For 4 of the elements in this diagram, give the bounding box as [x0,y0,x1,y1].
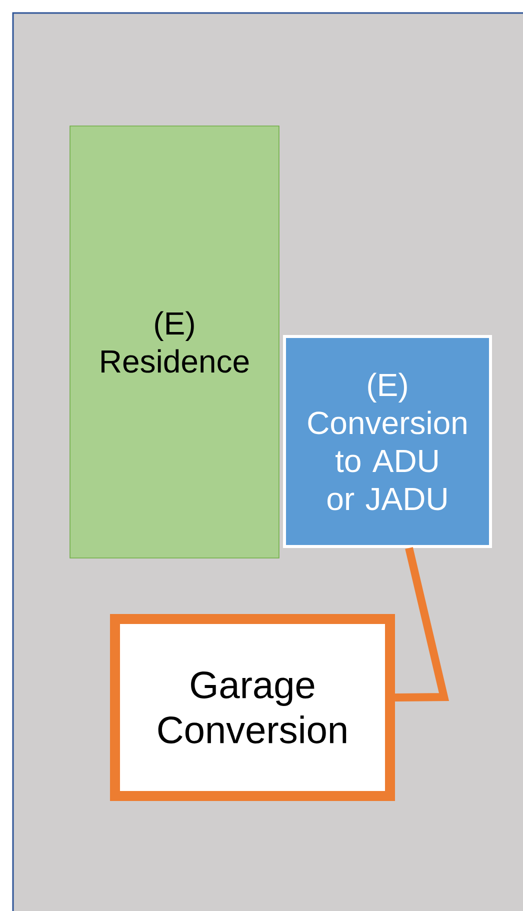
callout-box: Garage Conversion [110,614,395,801]
leader-line [394,547,450,702]
building-box: (E) Conversion to ADU or JADU [283,335,492,548]
building-box: (E) Residence [70,126,280,558]
